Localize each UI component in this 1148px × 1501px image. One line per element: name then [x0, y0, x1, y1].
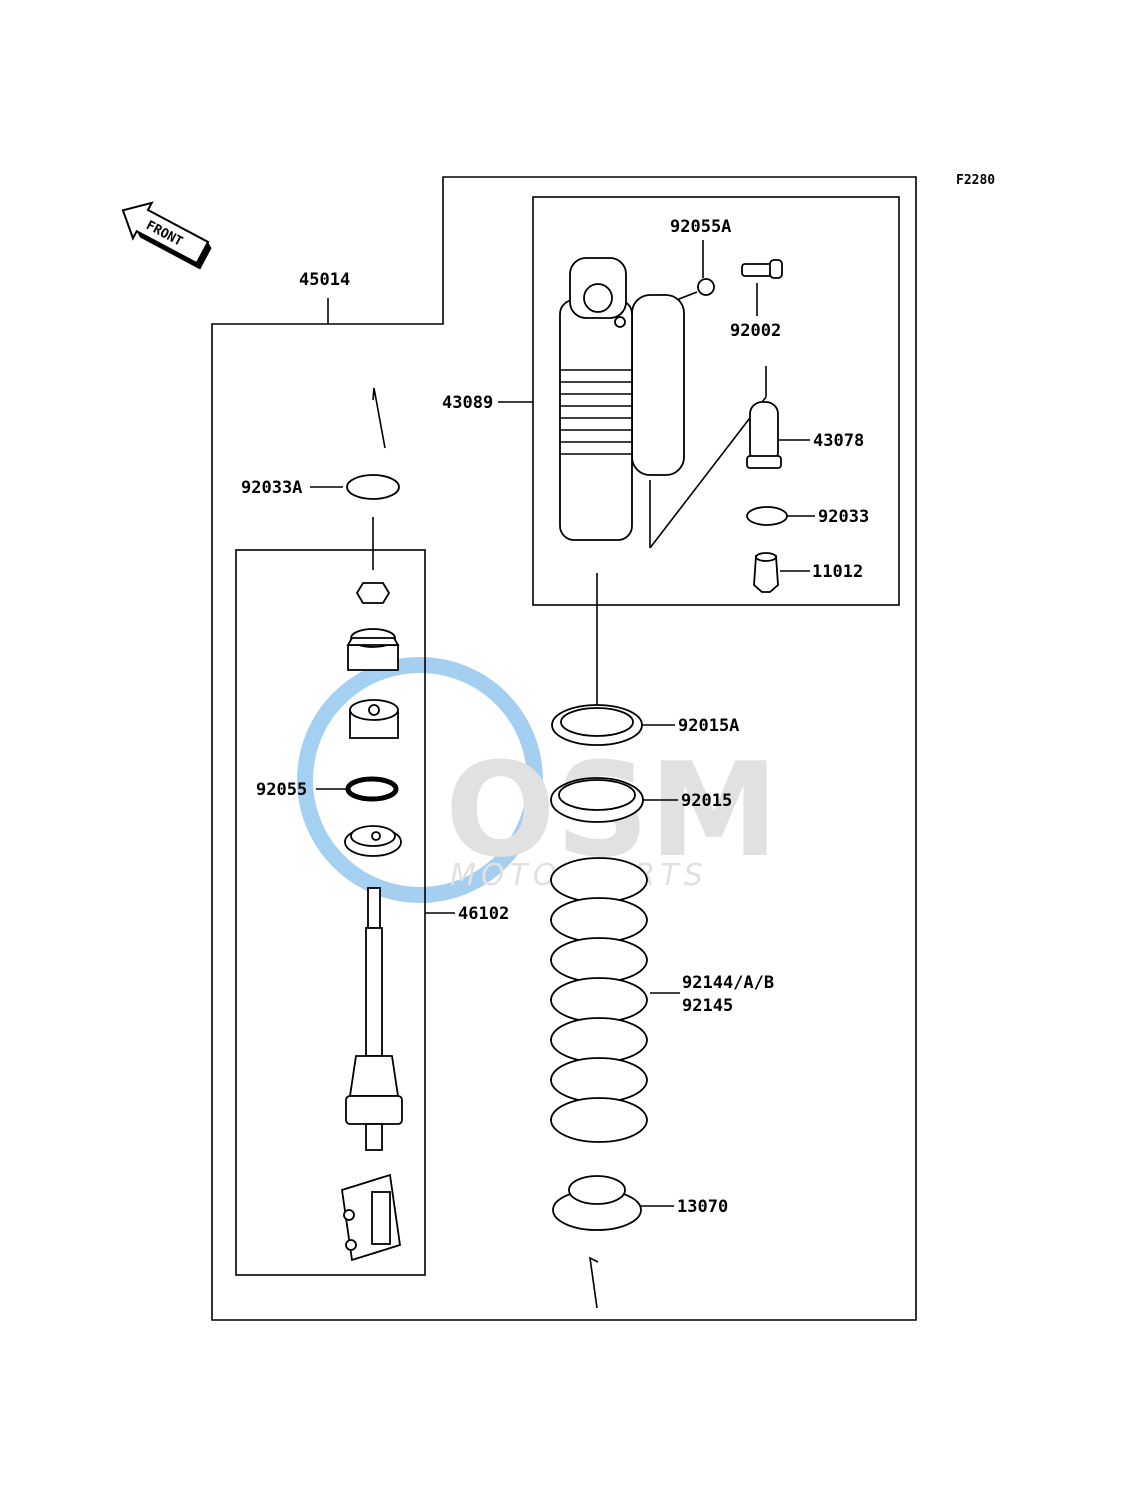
- label-92033: 92033: [818, 507, 869, 527]
- label-43078: 43078: [813, 431, 864, 451]
- bushing-upper: [346, 628, 400, 671]
- shock-absorber-43089: [559, 257, 685, 541]
- label-92144: 92144/A/B: [682, 973, 774, 993]
- valve-92002: [741, 259, 783, 279]
- piston-rod-46102: [345, 887, 403, 1151]
- nut-top: [355, 582, 391, 604]
- label-92055: 92055: [256, 780, 307, 800]
- figure-code: F2280: [956, 173, 995, 188]
- shock-ribs: [560, 369, 632, 455]
- bushing-lower: [349, 699, 399, 739]
- front-arrow-icon: FRONT: [121, 201, 212, 270]
- shock-body-box: [532, 196, 900, 606]
- circlip-92033: [746, 506, 788, 526]
- spring-nut-92015A: [551, 704, 643, 746]
- spring-92144: [550, 857, 648, 1143]
- label-92002: 92002: [730, 321, 781, 341]
- label-92015: 92015: [681, 791, 732, 811]
- label-46102: 46102: [458, 904, 509, 924]
- watermark-globe: [297, 657, 543, 903]
- clevis-end: [341, 1173, 401, 1262]
- label-92145: 92145: [682, 996, 733, 1016]
- washer-cup: [344, 825, 402, 857]
- label-92033A: 92033A: [241, 478, 302, 498]
- oring-92055: [345, 776, 399, 802]
- circlip-92033A: [346, 474, 400, 500]
- cap-43078: [746, 401, 782, 469]
- label-43089: 43089: [442, 393, 493, 413]
- label-45014: 45014: [299, 270, 350, 290]
- label-92055A: 92055A: [670, 217, 731, 237]
- spring-nut-92015: [550, 777, 644, 823]
- label-13070: 13070: [677, 1197, 728, 1217]
- spring-seat-13070: [552, 1175, 642, 1231]
- oring-92055A: [697, 278, 715, 296]
- assembly-45014-outline: [211, 176, 917, 1321]
- label-11012: 11012: [812, 562, 863, 582]
- label-92015A: 92015A: [678, 716, 739, 736]
- nut-11012: [753, 552, 779, 593]
- leader-lines: [310, 240, 815, 1309]
